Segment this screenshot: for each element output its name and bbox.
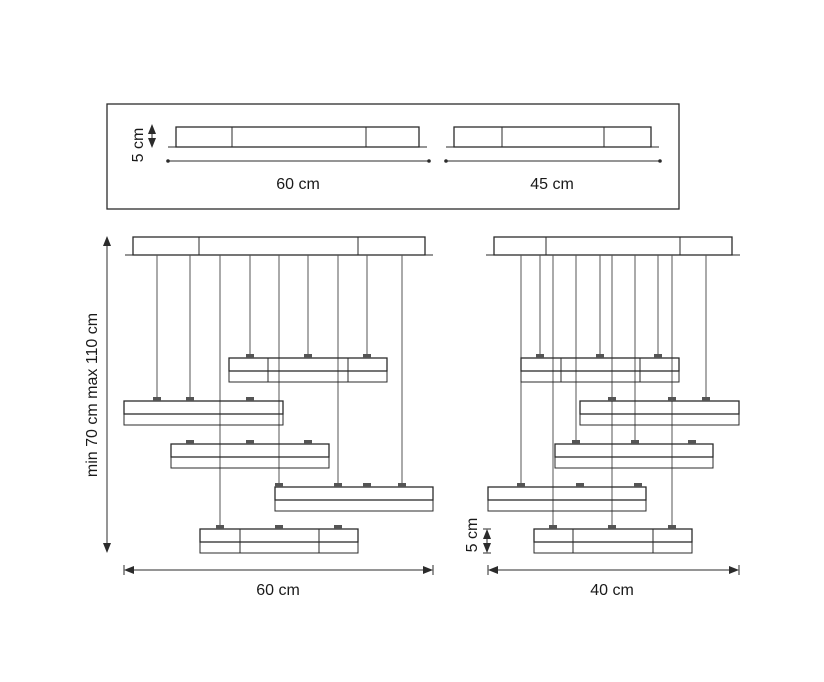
- side-view-panel: [579, 397, 740, 426]
- side-view-panel: [554, 440, 714, 469]
- front-view: min 70 cm max 110 cm 60 cm: [84, 236, 434, 599]
- front-view-width-dimension: 60 cm: [123, 565, 434, 599]
- side-view-panel: [533, 525, 693, 554]
- side-view-panel-height-dimension: 5 cm: [464, 518, 491, 554]
- top-view: 5 cm 60 cm 45 cm: [106, 103, 680, 210]
- front-view-height-label: min 70 cm max 110 cm: [84, 313, 101, 477]
- front-view-canopy: [125, 236, 433, 256]
- top-view-canopy-right: [446, 126, 659, 148]
- top-view-width-right-label: 45 cm: [530, 176, 574, 193]
- top-view-height-label: 5 cm: [130, 128, 147, 163]
- top-view-frame: [106, 103, 680, 210]
- front-view-height-dimension: min 70 cm max 110 cm: [84, 236, 111, 553]
- front-view-panel: [170, 440, 330, 469]
- top-view-canopy-left: [168, 126, 427, 148]
- top-view-width-dimension-right: 45 cm: [444, 159, 662, 193]
- top-view-width-left-label: 60 cm: [276, 176, 320, 193]
- front-view-panel: [123, 397, 284, 426]
- front-view-panel: [199, 525, 359, 554]
- top-view-width-dimension-left: 60 cm: [166, 159, 431, 193]
- side-view-width-dimension: 40 cm: [487, 565, 740, 599]
- side-view-panel: [520, 354, 680, 383]
- side-view: 5 cm 40 cm: [464, 236, 740, 599]
- side-view-width-label: 40 cm: [590, 582, 634, 599]
- side-view-panel-height-label: 5 cm: [464, 518, 481, 553]
- front-view-panel: [274, 483, 434, 512]
- side-view-panel: [487, 483, 647, 512]
- front-view-width-label: 60 cm: [256, 582, 300, 599]
- top-view-height-dimension: 5 cm: [130, 124, 156, 163]
- front-view-panel: [228, 354, 388, 383]
- side-view-canopy: [486, 236, 740, 256]
